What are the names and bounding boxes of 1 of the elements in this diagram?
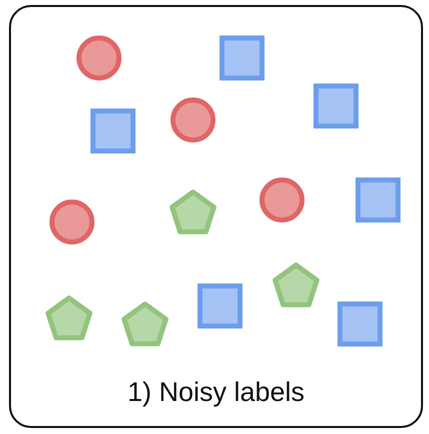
panel-caption: 1) Noisy labels bbox=[126, 377, 306, 408]
